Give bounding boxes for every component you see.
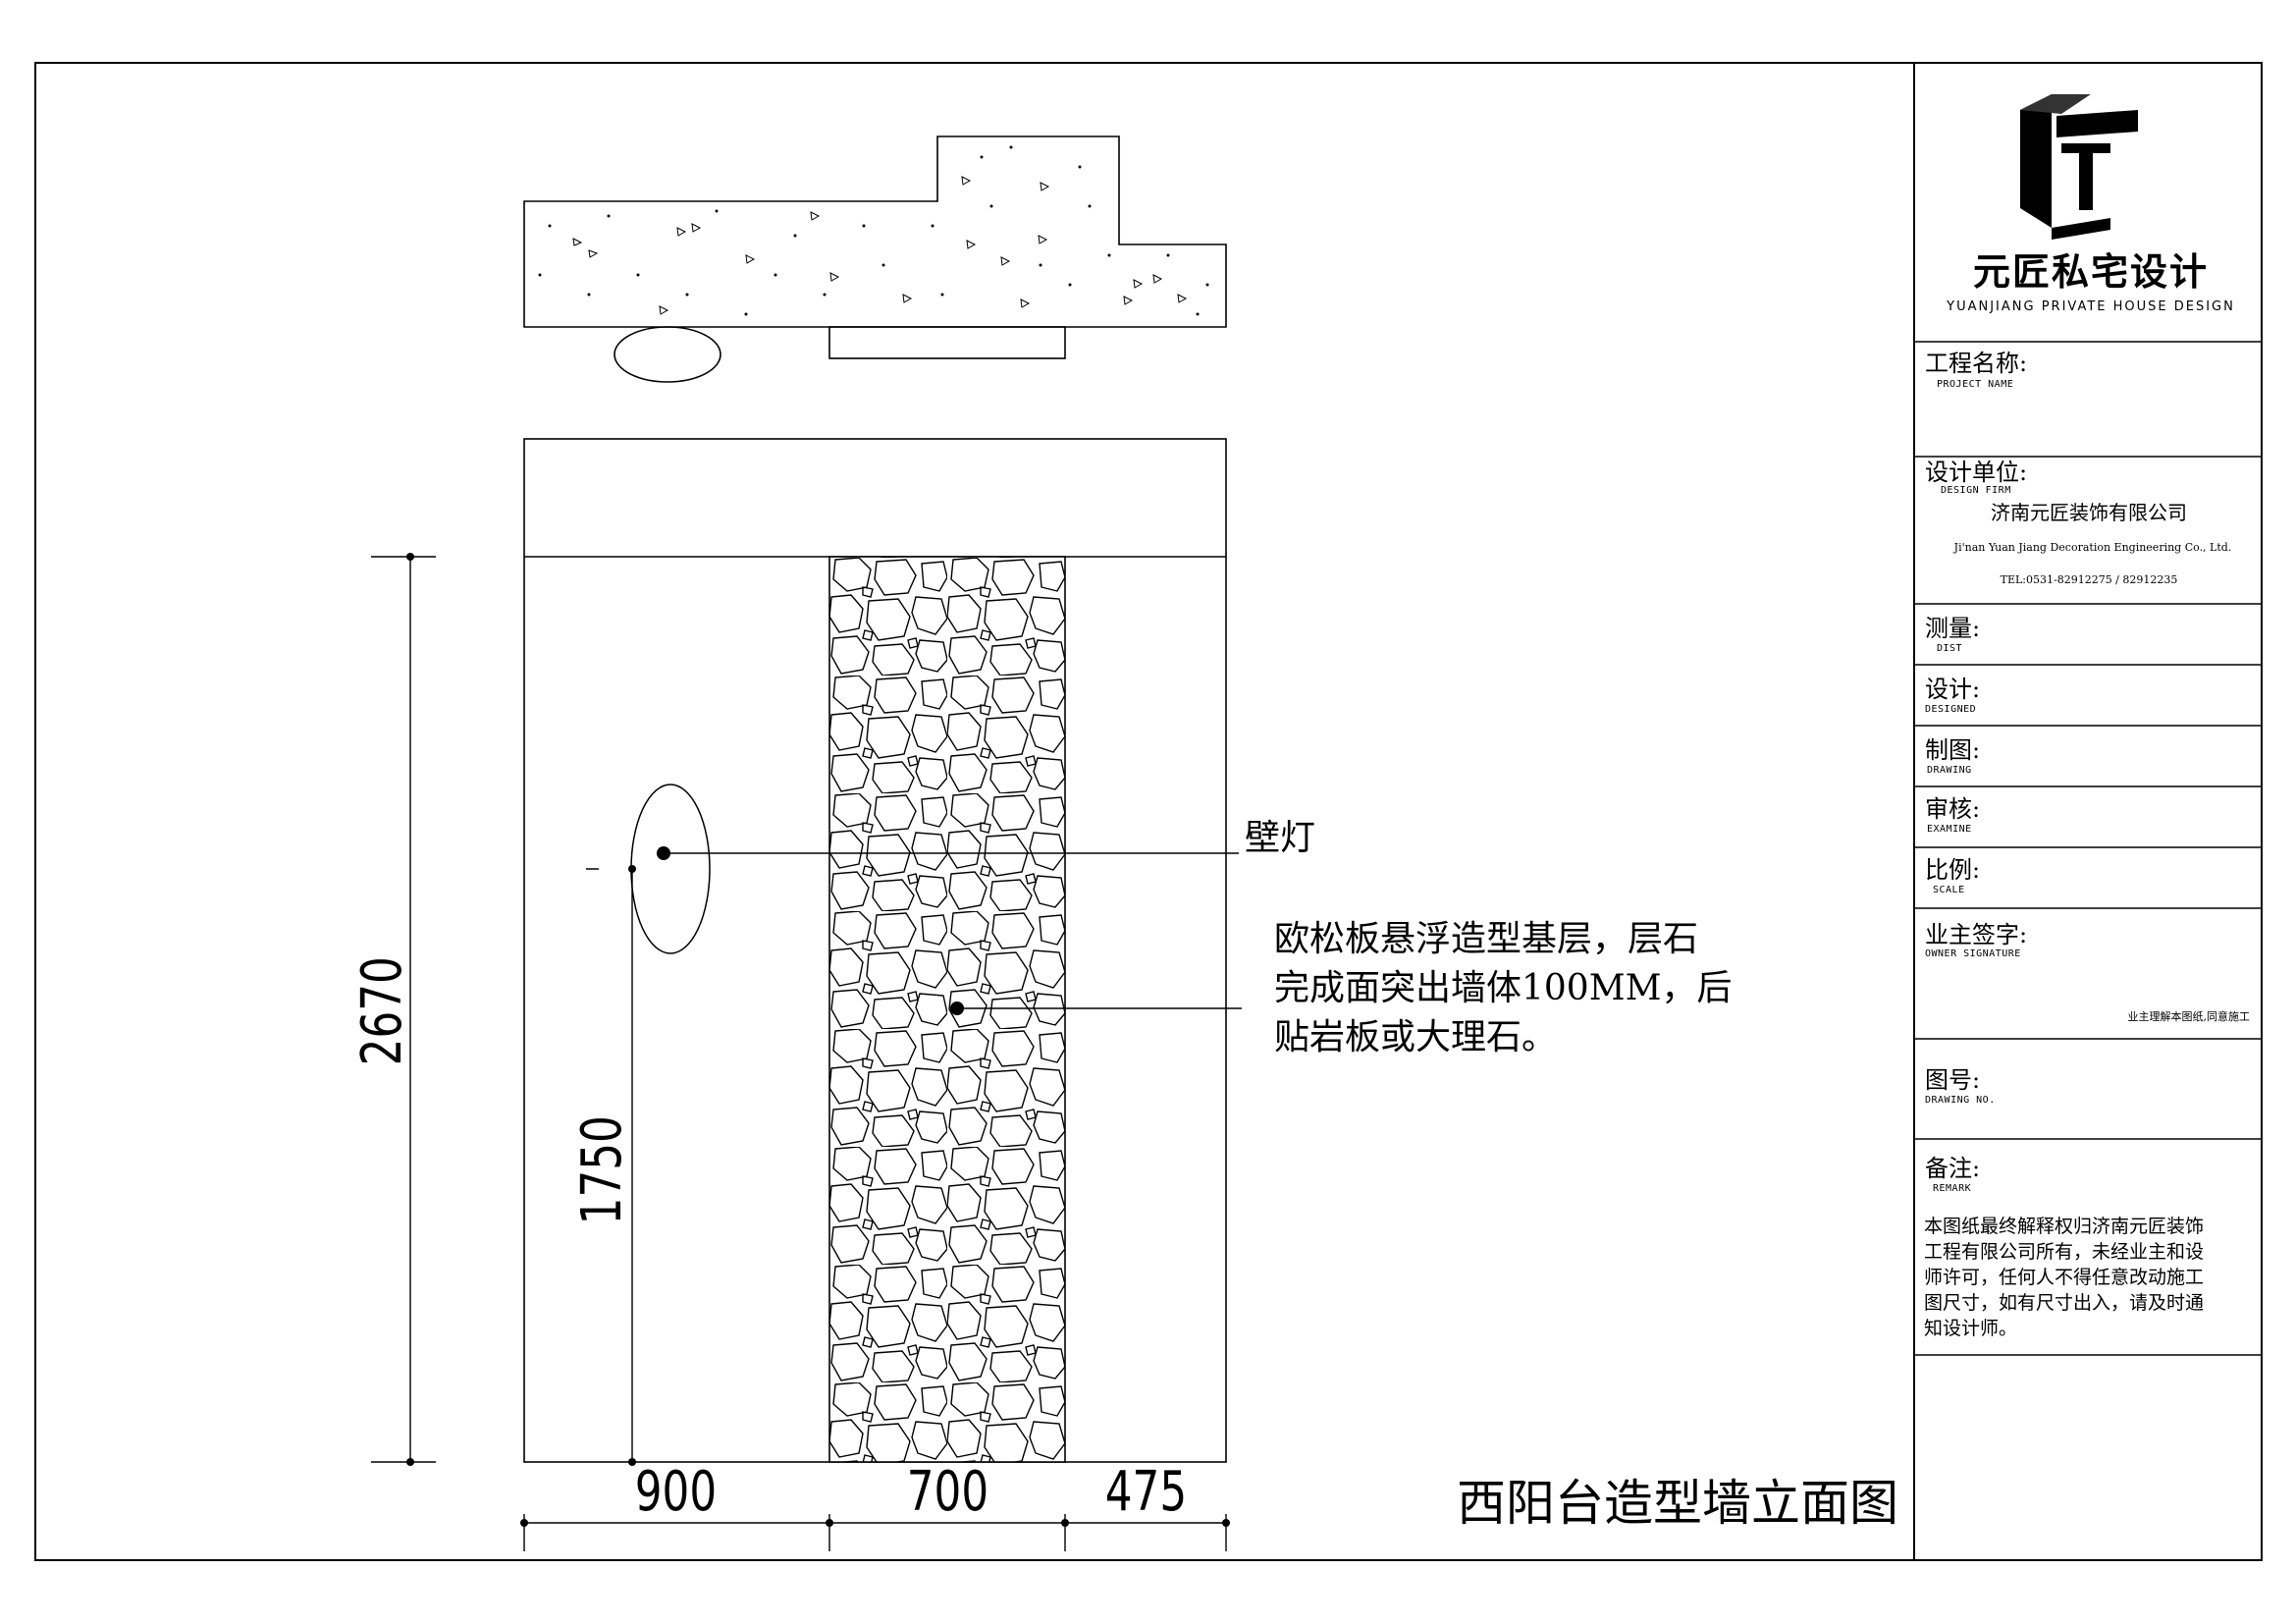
dim-width-3: 475 xyxy=(1104,1460,1187,1524)
design-firm-sub: DESIGN FIRM xyxy=(1941,485,2011,496)
plan-concrete-dots xyxy=(538,145,1209,316)
brand-name-en: YUANJIANG PRIVATE HOUSE DESIGN xyxy=(1947,299,2235,314)
scale-sub: SCALE xyxy=(1933,885,1965,895)
owner-signature-label: 业主签字: xyxy=(1925,921,2028,948)
remark-sub: REMARK xyxy=(1933,1183,1972,1194)
remark-line: 工程有限公司所有，未经业主和设 xyxy=(1924,1241,2205,1263)
designed-label: 设计: xyxy=(1925,676,1981,703)
dist-sub: DIST xyxy=(1937,643,1963,654)
scale-label: 比例: xyxy=(1925,856,1981,884)
dim-lamp-height: 1750 xyxy=(570,1115,634,1225)
stone-callout-line: 完成面突出墙体100MM，后 xyxy=(1274,968,1733,1008)
plan-concrete-hatch xyxy=(572,176,1188,315)
dist-label: 测量: xyxy=(1925,615,1981,642)
drawing-label: 制图: xyxy=(1925,736,1981,764)
remark-line: 知设计师。 xyxy=(1924,1318,2018,1339)
drawing-sub: DRAWING xyxy=(1927,765,1972,776)
stone-callout-line: 欧松板悬浮造型基层，层石 xyxy=(1274,919,1699,959)
vertical-dimensions xyxy=(371,556,633,1463)
dim-width-2: 700 xyxy=(906,1460,988,1524)
dim-total-height: 2670 xyxy=(350,956,414,1066)
drawing-no-label: 图号: xyxy=(1925,1066,1981,1094)
drawing-no-sub: DRAWING NO. xyxy=(1925,1095,1996,1106)
remark-text: 本图纸最终解释权归济南元匠装饰 工程有限公司所有，未经业主和设 师许可，任何人不… xyxy=(1924,1214,2204,1341)
remark-label: 备注: xyxy=(1925,1155,1981,1182)
examine-label: 审核: xyxy=(1925,795,1981,823)
dim-width-1: 900 xyxy=(634,1460,717,1524)
brand-logo-icon xyxy=(2020,94,2138,240)
design-firm-tel: TEL:0531-82912275 / 82912235 xyxy=(2000,573,2178,586)
project-name-sub: PROJECT NAME xyxy=(1937,379,2014,390)
plan-view xyxy=(523,135,1227,383)
remark-line: 图尺寸，如有尺寸出入，请及时通 xyxy=(1924,1292,2205,1314)
examine-sub: EXAMINE xyxy=(1927,824,1972,835)
drawing-title: 西阳台造型墙立面图 xyxy=(1457,1475,1898,1532)
owner-signature-sub: OWNER SIGNATURE xyxy=(1925,948,2021,959)
owner-signature-note: 业主理解本图纸,同意施工 xyxy=(2127,1010,2251,1023)
design-firm-name-cn: 济南元匠装饰有限公司 xyxy=(1991,501,2187,524)
project-name-label: 工程名称: xyxy=(1925,350,2028,377)
stone-callout: 欧松板悬浮造型基层，层石 完成面突出墙体100MM，后 贴岩板或大理石。 xyxy=(1274,915,1732,1062)
remark-line: 本图纸最终解释权归济南元匠装饰 xyxy=(1924,1216,2205,1237)
design-firm-label: 设计单位: xyxy=(1925,459,2028,486)
designed-sub: DESIGNED xyxy=(1925,704,1977,715)
remark-line: 师许可，任何人不得任意改动施工 xyxy=(1924,1267,2205,1288)
brand-name-cn: 元匠私宅设计 xyxy=(1972,250,2209,294)
elevation-view xyxy=(523,438,1227,1463)
design-firm-name-en: Ji'nan Yuan Jiang Decoration Engineering… xyxy=(1953,541,2232,554)
wall-lamp xyxy=(586,784,711,954)
stone-callout-line: 贴岩板或大理石。 xyxy=(1274,1017,1558,1057)
lamp-callout: 壁灯 xyxy=(1245,818,1316,858)
